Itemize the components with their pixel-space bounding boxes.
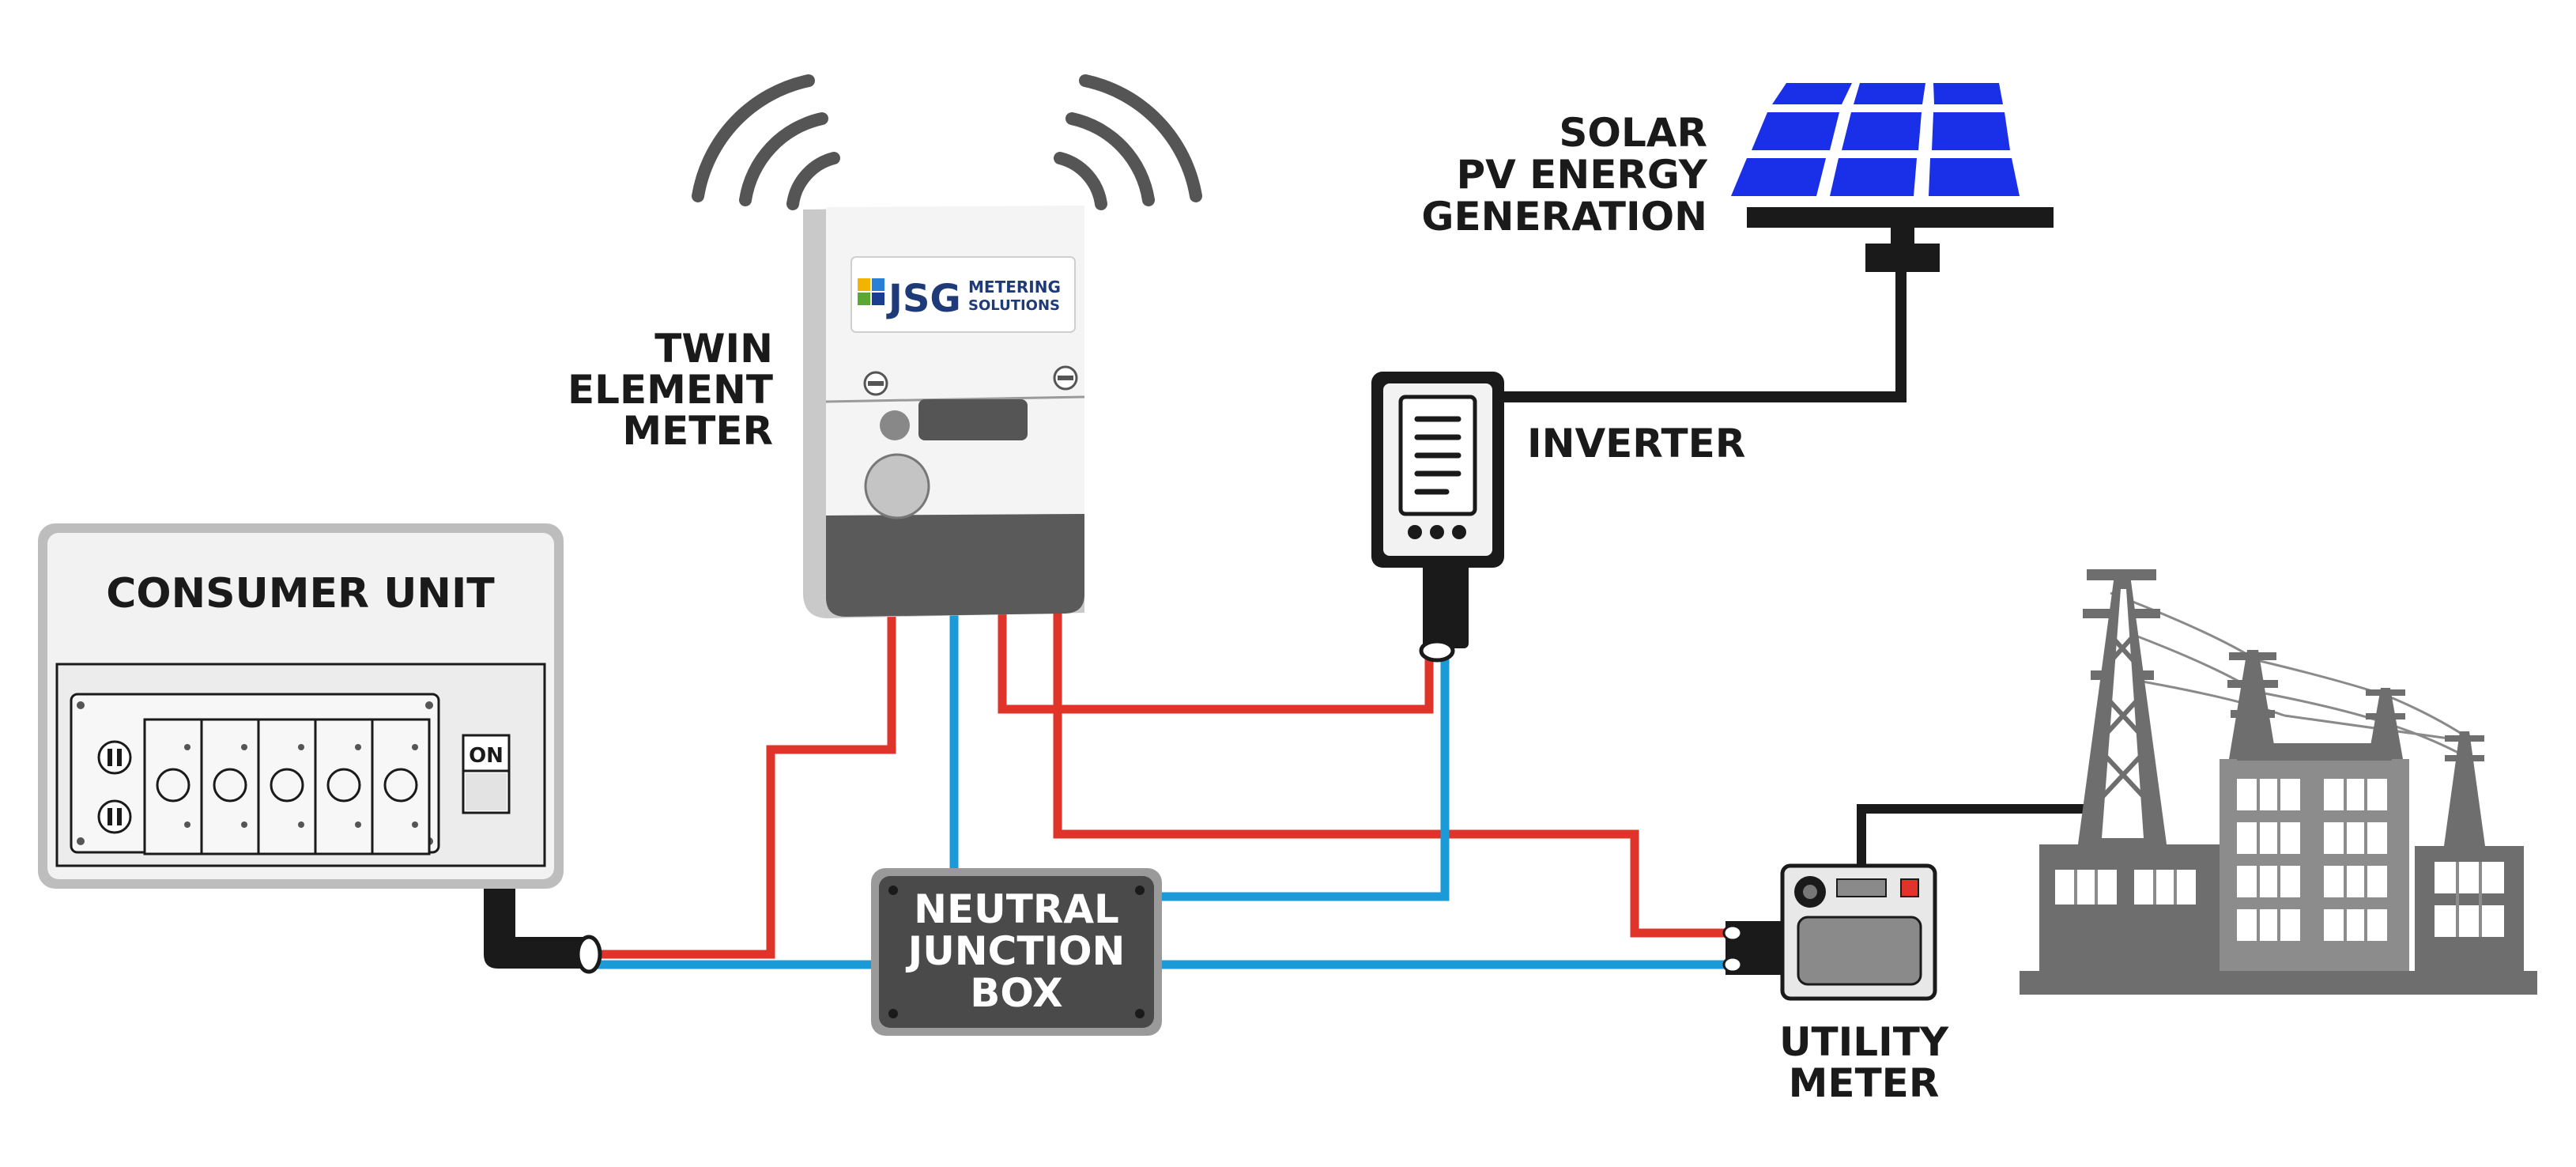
inverter-label: INVERTER — [1527, 421, 1745, 466]
meter-led — [880, 410, 910, 440]
junction-box-label-line2: JUNCTION — [906, 928, 1126, 974]
utility-meter-label: UTILITY METER — [1779, 1019, 1949, 1106]
utility-meter — [1722, 863, 1937, 1001]
inverter-button-3[interactable] — [1452, 525, 1466, 539]
inverter-screen-lines — [1414, 416, 1461, 495]
wireless-signal-left-icon — [692, 74, 840, 210]
pylon-small-icon — [2366, 688, 2485, 846]
wireless-signal-right-icon — [1054, 74, 1202, 210]
pylon-large-bracing — [2099, 630, 2148, 801]
live-wire-meter-to-utility — [1053, 613, 1733, 938]
solar-panel — [1731, 83, 2054, 272]
junction-box-label-line1: NEUTRAL — [914, 886, 1119, 932]
jsg-logo-line2: SOLUTIONS — [968, 297, 1060, 314]
utility-meter-indicator — [1900, 878, 1919, 897]
utility-terminal-live — [1722, 924, 1743, 942]
twin-meter-label-line2: ELEMENT — [568, 367, 773, 413]
transmission-lines — [2110, 591, 2471, 761]
solar-label-line1: SOLAR — [1559, 110, 1707, 156]
building-windows — [2055, 779, 2504, 941]
utility-meter-display — [1836, 878, 1887, 897]
utility-meter-label-line1: UTILITY — [1779, 1019, 1949, 1065]
solar-label: SOLAR PV ENERGY GENERATION — [1421, 110, 1707, 240]
twin-meter-label: TWIN ELEMENT METER — [568, 326, 773, 454]
breaker-row — [143, 718, 431, 855]
junction-box-label-line3: BOX — [970, 970, 1062, 1016]
meter-display — [918, 399, 1028, 440]
utility-terminal-neutral — [1722, 956, 1743, 973]
neutral-junction-box: NEUTRAL JUNCTION BOX — [871, 868, 1162, 1036]
twin-meter-label-line1: TWIN — [654, 326, 773, 372]
utility-meter-label-line2: METER — [1789, 1060, 1940, 1106]
pylon-medium-icon — [2227, 650, 2278, 759]
solar-cells — [1731, 83, 2020, 196]
live-wire-meter-to-inverter — [998, 613, 1434, 714]
twin-meter-label-line3: METER — [622, 408, 773, 454]
live-wire-consumer-to-meter — [589, 613, 896, 959]
grid-cable — [1857, 804, 2095, 870]
jsg-logo-brand: JSG — [886, 277, 961, 321]
rcd-button-bottom[interactable] — [97, 799, 132, 834]
inverter — [1371, 372, 1504, 663]
inverter-button-1[interactable] — [1408, 525, 1422, 539]
twin-element-meter: JSG METERING SOLUTIONS — [692, 74, 1202, 618]
meter-screws — [863, 365, 1078, 396]
breaker-screws — [184, 744, 418, 828]
solar-label-line3: GENERATION — [1421, 194, 1707, 240]
dc-cable-inverter-to-solar — [1500, 270, 1907, 402]
inverter-cable-end — [1419, 639, 1455, 663]
main-switch[interactable]: ON — [462, 734, 511, 814]
inverter-button-2[interactable] — [1430, 525, 1444, 539]
consumer-unit-conduit — [484, 886, 589, 969]
consumer-unit-title: CONSUMER UNIT — [106, 570, 495, 617]
neutral-wire-junction-to-inverter — [1162, 644, 1450, 901]
jsg-logo: JSG METERING SOLUTIONS — [850, 256, 1076, 333]
consumer-unit: CONSUMER UNIT — [38, 523, 602, 974]
wiring — [589, 270, 2095, 969]
jsg-logo-line1: METERING — [968, 278, 1061, 296]
power-grid — [2020, 569, 2537, 995]
solar-label-line2: PV ENERGY — [1456, 152, 1707, 198]
conduit-end — [575, 935, 602, 974]
jsg-logo-icon — [858, 278, 884, 305]
rcd-button-top[interactable] — [97, 740, 132, 775]
meter-button[interactable] — [864, 453, 930, 519]
main-switch-label: ON — [469, 744, 504, 768]
window-dividers — [2074, 779, 2482, 941]
